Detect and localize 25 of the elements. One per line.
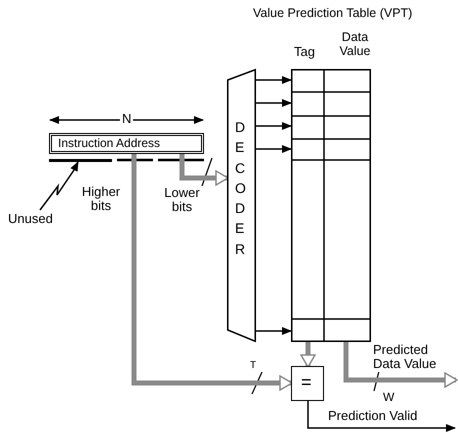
arrow xyxy=(256,99,292,107)
arrow xyxy=(256,76,292,84)
equals-sign: = xyxy=(301,373,312,393)
bus-width-label: T xyxy=(250,360,256,371)
callout-label: Unused xyxy=(8,212,53,226)
arrow xyxy=(307,401,456,432)
arrow xyxy=(256,145,292,153)
bus-width-label: W xyxy=(383,391,394,404)
bus-arrow xyxy=(300,342,316,368)
register-label: Instruction Address xyxy=(58,137,160,150)
arrow xyxy=(256,122,292,130)
column-header: Data Value xyxy=(338,31,372,58)
table-grid xyxy=(291,69,371,342)
leader-arrow xyxy=(39,161,79,210)
arrow xyxy=(256,327,292,335)
bit-field-bar xyxy=(49,159,112,162)
decoder-block xyxy=(227,69,256,342)
register-box xyxy=(49,133,204,154)
diagram-title: Value Prediction Table (VPT) xyxy=(253,7,412,21)
bus-arrow xyxy=(180,154,229,186)
column-header: Tag xyxy=(294,45,315,60)
bus-arrow xyxy=(132,154,293,391)
bus-arrow xyxy=(344,342,458,388)
comparator-box xyxy=(291,366,324,401)
decoder-label: DECODER xyxy=(235,118,247,259)
